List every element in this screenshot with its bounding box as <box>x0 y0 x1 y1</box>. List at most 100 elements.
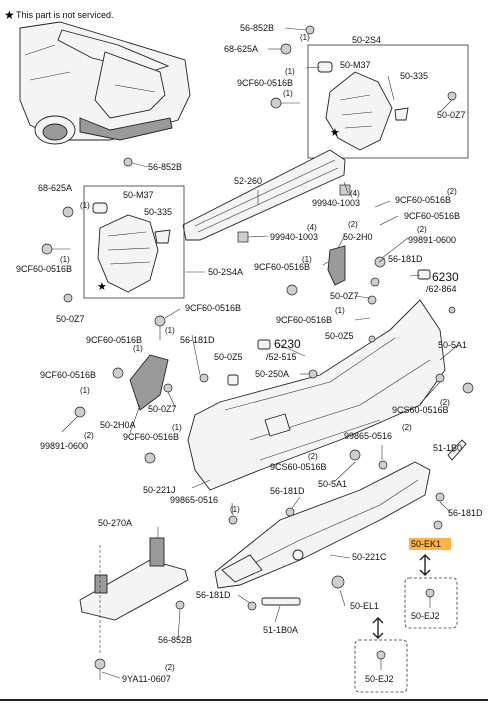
label-50-ek1: 50-EK1 <box>411 539 441 549</box>
hook-icon-bottom <box>376 650 386 670</box>
car-illustration <box>19 21 191 145</box>
bolt-left-lower <box>154 315 166 340</box>
qty-q17: (1) <box>230 505 240 514</box>
reinforcement-52-260 <box>182 149 351 243</box>
bracket-box-right <box>307 44 469 159</box>
box-50-ej2-right <box>404 577 458 629</box>
quantity-markers: (1) (1) (1) (1) (2) (1) (2) (1) (1) (1) … <box>60 33 450 672</box>
label-68-625a-left: 68-625A <box>38 183 72 193</box>
label-50-335-right: 50-335 <box>400 71 428 81</box>
bracket-box-left <box>83 185 185 299</box>
label-50-2s4: 50-2S4 <box>352 35 381 45</box>
label-99940-1003-right: 99940-1003 <box>312 198 360 208</box>
label-9cf60-top: 9CF60-0516B <box>237 78 293 88</box>
bracket-50-2h0a <box>74 354 173 418</box>
clip-right-upper <box>448 306 456 314</box>
label-50-2h0: 50-2H0 <box>343 232 373 242</box>
bolt-9ya11 <box>94 658 106 680</box>
qty-q9: (1) <box>165 326 175 335</box>
cap-50-5a1-right <box>462 382 474 394</box>
qty-q12: (1) <box>80 386 90 395</box>
star-icon-left: ★ <box>97 280 107 293</box>
qty-q5: (2) <box>348 220 358 229</box>
clip-50-250a <box>308 369 318 379</box>
qty-q8: (1) <box>335 306 345 315</box>
label-50-0z7-low: 50-0Z7 <box>148 404 177 414</box>
label-50-335-left: 50-335 <box>144 207 172 217</box>
qty-q3: (1) <box>80 201 90 210</box>
hook-icon-right <box>425 588 435 608</box>
cap-50-el1 <box>331 575 345 589</box>
nut-68-625a-top <box>280 43 292 55</box>
label-56-181d-bottom: 56-181D <box>196 590 231 600</box>
label-9cf60-mid: 9CF60-0516B <box>254 262 310 272</box>
label-50-ej2-bottom: 50-EJ2 <box>365 674 394 684</box>
qty-q16: (2) <box>402 423 412 432</box>
cap-6230-right <box>417 269 431 280</box>
label-9cf60-left-c: 9CF60-0516B <box>86 335 142 345</box>
bolt-99865-right <box>378 460 388 470</box>
part-labels: 56-852B 50-2S4 68-625A (1) 50-M37 9CF60-… <box>16 23 483 684</box>
label-9cf60-lower: 9CF60-0516B <box>123 432 179 442</box>
label-9cf60-right-b: 9CF60-0516B <box>404 211 460 221</box>
qty-q7: (2) <box>417 225 427 234</box>
label-50-0z5-left: 50-0Z5 <box>214 352 243 362</box>
label-50-2h0a: 50-2H0A <box>100 420 136 430</box>
label-6230-right: 6230 <box>432 270 459 284</box>
arrow-lower <box>372 617 384 639</box>
label-9cf60-center: 9CF60-0516B <box>276 315 332 325</box>
bolt-top <box>270 97 300 109</box>
star-icon: ★ <box>4 8 15 22</box>
box-50-ej2-bottom <box>354 639 408 693</box>
cap-lower-right <box>433 520 443 530</box>
clip-right-lower <box>435 492 445 502</box>
bracket-left-part <box>92 202 171 293</box>
label-50-m37-right: 50-M37 <box>340 60 371 70</box>
leader-lines <box>61 27 459 679</box>
label-52-515: /52-515 <box>266 352 297 362</box>
label-50-0z7-right: 50-0Z7 <box>437 110 466 120</box>
label-50-m37-left: 50-M37 <box>123 190 154 200</box>
label-9cs60-center: 9CS60-0516B <box>270 462 327 472</box>
label-9cf60-left-b: 9CF60-0516B <box>185 303 241 313</box>
clip-50-0z7-left <box>63 293 73 303</box>
clip-56-852b-bottom <box>175 600 185 610</box>
qty-top-1: (1) <box>285 67 295 76</box>
label-56-181d-right: 56-181D <box>388 254 423 264</box>
label-50-5a1-right: 50-5A1 <box>438 340 467 350</box>
label-51-1b0: 51-1B0 <box>433 443 462 453</box>
label-50-0z5-mid: 50-0Z5 <box>325 331 354 341</box>
nut-68-625a-left <box>62 206 74 218</box>
label-51-1b0a: 51-1B0A <box>263 625 298 635</box>
highlight-50-ek1 <box>409 538 451 550</box>
trim-51-1b0 <box>447 439 467 461</box>
label-9cs60-right: 9CS60-0516B <box>392 405 449 415</box>
star-icon-right: ★ <box>330 126 340 139</box>
label-56-181d-lower-right: 56-181D <box>448 508 483 518</box>
qty-q4: (1) <box>60 255 70 264</box>
label-50-270a: 50-270A <box>98 518 132 528</box>
bolt-left <box>41 243 70 255</box>
diffuser-50-221c <box>214 461 431 589</box>
label-50-221j: 50-221J <box>143 485 176 495</box>
label-56-181d-left: 56-181D <box>180 335 215 345</box>
label-99940-1003-mid: 99940-1003 <box>270 232 318 242</box>
label-62-864: /62-864 <box>426 284 457 294</box>
clip-56-181d-mid <box>285 507 295 517</box>
qty-9cf60-right-a: (2) <box>447 187 457 196</box>
qty-q10: (1) <box>133 344 143 353</box>
label-99865-right: 99865-0516 <box>344 431 392 441</box>
label-50-5a1-center: 50-5A1 <box>318 479 347 489</box>
label-50-0z7-left: 50-0Z7 <box>56 314 85 324</box>
qty-99940-mid: (4) <box>307 223 317 232</box>
bumper-50-221j <box>187 299 446 491</box>
bolt-left-bottom <box>144 452 156 464</box>
label-50-ej2-right: 50-EJ2 <box>411 611 440 621</box>
arrow-upper <box>419 554 431 576</box>
label-68-625a-top: 68-625A <box>224 44 258 54</box>
label-99891-0600-left: 99891-0600 <box>40 441 88 451</box>
label-50-250a: 50-250A <box>255 369 289 379</box>
not-serviced-note: This part is not serviced. <box>16 10 114 20</box>
bracket-50-270a <box>79 537 189 655</box>
label-99865-left: 99865-0516 <box>170 495 218 505</box>
